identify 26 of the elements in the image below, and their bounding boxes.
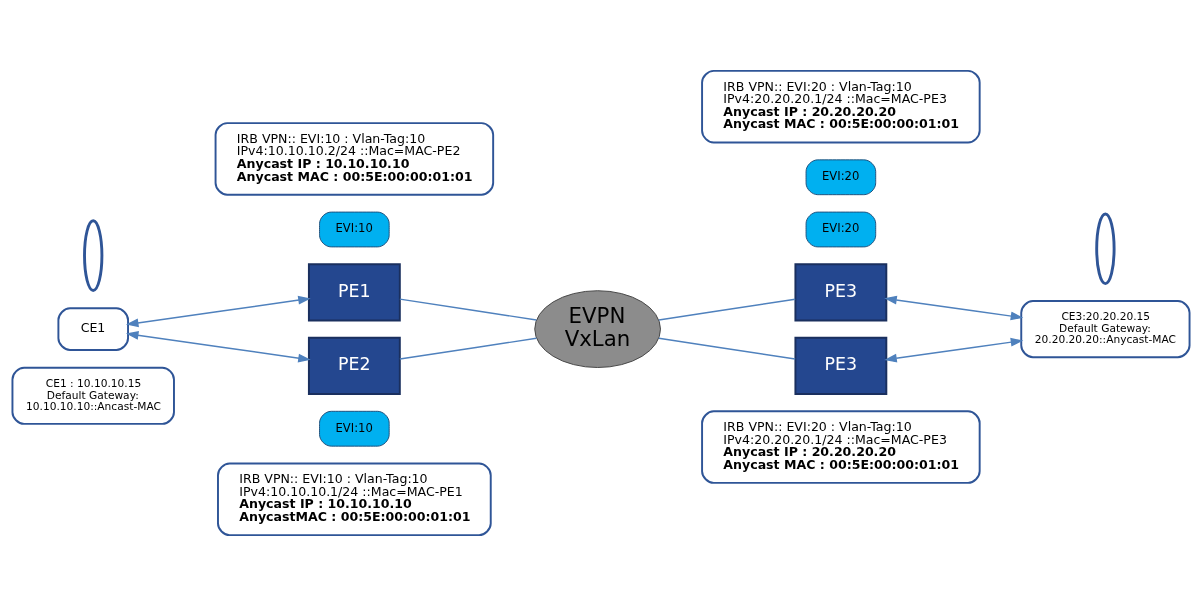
arrow — [125, 330, 311, 362]
node-box: EVI:20 — [805, 211, 877, 247]
node-box: PE2 — [307, 336, 401, 395]
node-box: CE1 — [57, 306, 129, 351]
arrow — [884, 295, 1024, 320]
arrow — [884, 337, 1024, 363]
node-ellipse — [1095, 212, 1116, 285]
node-box: IRB VPN:: EVI:10 : Vlan-Tag:10 IPv4:10.10.10.1/24 ::Mac=MAC-PE1 Anycast IP : 10.10.10.10 AnycastMAC : 00:5E:00:00:01:01 — [217, 462, 492, 536]
node-box: EVI:10 — [319, 211, 390, 247]
node-box: CE3:20.20.20.15 Default Gateway: 20.20.20.20::Anycast-MAC — [1020, 299, 1191, 358]
connector — [658, 297, 796, 321]
node-box: IRB VPN:: EVI:20 : Vlan-Tag:10 IPv4:20.20.20.1/24 ::Mac=MAC-PE3 Anycast IP : 20.20.20.20 Anycast MAC : 00:5E:00:00:01:01 — [701, 409, 981, 484]
node-box: EVI:10 — [319, 410, 390, 447]
node-box: PE3 — [794, 262, 888, 321]
connector — [399, 297, 538, 321]
node-ellipse: EVPN VxLan — [534, 289, 661, 368]
node-box: CE1 : 10.10.10.15 Default Gateway: 10.10.10.10::Ancast-MAC — [11, 366, 175, 425]
connector — [399, 337, 538, 360]
node-box: EVI:20 — [805, 158, 877, 195]
node-box: PE3 — [794, 336, 888, 395]
node-box: IRB VPN:: EVI:20 : Vlan-Tag:10 IPv4:20.20.20.1/24 ::Mac=MAC-PE3 Anycast IP : 20.20.20.20 Anycast MAC : 00:5E:00:00:01:01 — [701, 69, 981, 143]
node-ellipse — [83, 218, 104, 292]
node-box: PE1 — [307, 262, 401, 321]
arrow — [125, 295, 311, 327]
node-box: IRB VPN:: EVI:10 : Vlan-Tag:10 IPv4:10.10.10.2/24 ::Mac=MAC-PE2 Anycast IP : 10.10.10.10 Anycast MAC : 00:5E:00:00:01:01 — [214, 121, 495, 196]
connector — [658, 337, 796, 360]
